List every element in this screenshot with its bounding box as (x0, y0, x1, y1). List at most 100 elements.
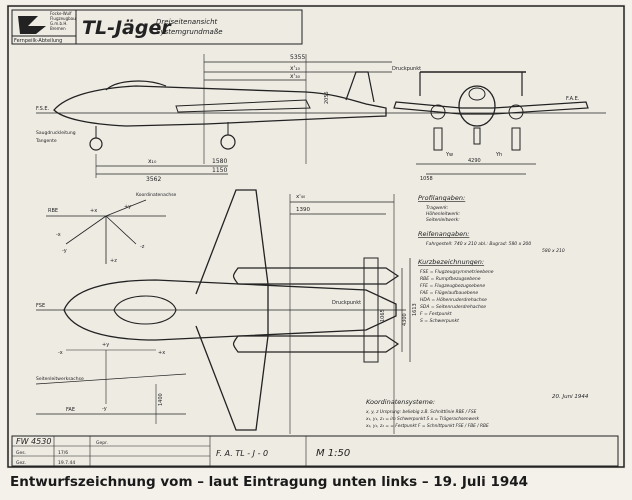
drawing-subtitle: Systemgrundmaße (156, 28, 223, 36)
dimension-label: x₁₀ (148, 158, 157, 165)
canopy-plan (113, 295, 177, 325)
axis-label: -y (102, 406, 107, 412)
sheet-border (7, 5, 625, 468)
main-wheel (220, 134, 236, 150)
yw-label: Yw (445, 152, 453, 158)
axis-line (105, 215, 137, 245)
drawing-scale: M 1:50 (316, 448, 350, 459)
axis-label: +z (110, 258, 117, 264)
dimension-label: 1580 (212, 158, 227, 165)
company-line: Focke-Wulf (50, 11, 72, 16)
dimension-label: 1065 (380, 309, 386, 322)
header-frame (11, 9, 303, 45)
axis-label: +y (124, 204, 131, 210)
fse-label: FSE (36, 303, 45, 309)
coordinates-line: x₂, y₂, z₂ = = Festpunkt F = Schnittpunk… (365, 423, 489, 429)
nose-wheel-front (473, 127, 481, 145)
dimension-label: 1150 (212, 167, 227, 174)
wing-plan (195, 189, 269, 431)
kurz-line: FSE = Flugzeugsymmetrieebene (420, 269, 494, 275)
wheel-front (511, 127, 521, 151)
yh-label: Yh (495, 152, 502, 158)
front-view-labels: F.A.E. 4290 1058 Yw Yh (420, 96, 580, 182)
dimension-label: 3562 (146, 176, 161, 183)
date-mark: 20. Juni 1944 (552, 394, 589, 400)
druckpunkt-label: Druckpunkt (392, 66, 421, 72)
reifen-line: Fahrgestell: 740 x 210 abl.: Bugrad: 580… (426, 241, 531, 247)
image-caption: Entwurfszeichnung vom – laut Eintragung … (10, 474, 529, 490)
title-block-cell: 17/6 (58, 450, 68, 456)
nacelle-side (175, 99, 311, 113)
kurz-line: F = Festpunkt (420, 311, 452, 317)
kurz-line: SDA = Seitenruderdrehachse (420, 304, 486, 310)
wheel-front (433, 127, 443, 151)
axis-line (105, 199, 147, 217)
fuselage-side (53, 85, 387, 127)
seitenleitwerk-axis (35, 373, 187, 385)
profil-line: Höhenleitwerk: (426, 211, 461, 217)
company-logo (18, 16, 46, 34)
axis-label: +x (90, 208, 97, 214)
canopy-side (105, 80, 167, 91)
drawing-number: F. A. TL - J - 0 (216, 449, 268, 458)
nacelle-plan-bottom (232, 335, 400, 353)
axis-label: -y (62, 248, 67, 254)
company-line: G.m.b.H. (50, 21, 68, 26)
dimension-label: 4290 (468, 158, 481, 164)
coordinates-line: x, y, z Ursprung: beliebig z.B. Schnittl… (365, 409, 477, 415)
axis-label: -x (56, 232, 61, 238)
title-block: FW 4530 Ges. 17/6 Gez. 19.7.44 Gepr. F. … (11, 435, 619, 467)
fse-label: F.S.E. (36, 106, 50, 112)
kurz-line: RBE = Rumpfbezugsebene (420, 276, 481, 282)
department-label: Fernpeilk-Abteilung (14, 38, 62, 44)
axis-label: Koordinatenachse (136, 192, 177, 198)
dimension-label: 1058 (420, 176, 433, 182)
handwritten-number: FW 4530 (16, 437, 51, 446)
kurz-line: HDA = Höhenruderdrehachse (420, 297, 487, 303)
axis-label: -z (140, 244, 145, 250)
plan-view-labels: x'₄₀ 1390 FSE Druckpunkt 4300 1613 1065 … (36, 194, 418, 413)
tailplane-plan (363, 257, 379, 363)
druckpunkt-label: Druckpunkt (332, 300, 361, 306)
dimension-label: 1390 (296, 207, 310, 213)
plan-view (35, 189, 411, 434)
dimension-label: 4300 (402, 313, 408, 326)
fuselage-plan (63, 279, 397, 341)
drawing-subtitle: Dreiseitenansicht (156, 18, 218, 26)
axis-label: +y (102, 342, 109, 348)
nacelle-plan-top (232, 267, 400, 285)
axis-line (65, 215, 107, 245)
kurzbezeichnungen-title: Kurzbezeichnungen: (418, 258, 484, 266)
side-view (36, 54, 606, 178)
nacelle-front (508, 104, 524, 120)
axis-label: -x (58, 350, 63, 356)
reifen-line: 580 x 210 (542, 248, 565, 254)
dimension-label: x'₁₀ (290, 65, 301, 72)
canopy-front (468, 87, 486, 101)
dimension-label: 1613 (412, 303, 418, 316)
coordinates-line: x₁, y₁, z₁ = im Schwerpunkt S x = Träger… (365, 416, 480, 422)
coordinates-title: Koordinatensysteme: (366, 398, 435, 406)
wing-front (393, 101, 589, 115)
dimension-label: x'₃₀ (290, 73, 301, 80)
kurz-line: S = Schwerpunkt (420, 318, 459, 324)
front-view (393, 71, 589, 175)
title-block-cell: Gepr. (96, 440, 108, 446)
seitenleitwerk-label: Seitenleitwerksachse (36, 376, 84, 382)
profil-line: Seitenleitwerk: (426, 217, 460, 223)
info-block: Profilangaben: Tragwerk: Höhenleitwerk: … (418, 194, 565, 324)
fae-label: F.A.E. (566, 96, 580, 102)
blueprint-sheet: Focke-Wulf Flugzeugbau G.m.b.H. Bremen F… (6, 4, 626, 469)
tangente-label: Tangente (35, 138, 57, 144)
fae-label: FAE (66, 407, 75, 413)
profilangaben-title: Profilangaben: (418, 194, 465, 202)
header-block: Focke-Wulf Flugzeugbau G.m.b.H. Bremen F… (11, 9, 303, 45)
company-line: Flugzeugbau (50, 16, 76, 21)
title-block-cell: 19.7.44 (58, 460, 75, 466)
reifenangaben-title: Reifenangaben: (418, 230, 469, 238)
saugdruck-label: Saugdruckleitung (36, 130, 76, 136)
fuselage-front (458, 85, 496, 127)
company-line: Bremen (50, 26, 66, 31)
tail-fin-side (345, 71, 375, 103)
title-block-frame (11, 435, 619, 467)
